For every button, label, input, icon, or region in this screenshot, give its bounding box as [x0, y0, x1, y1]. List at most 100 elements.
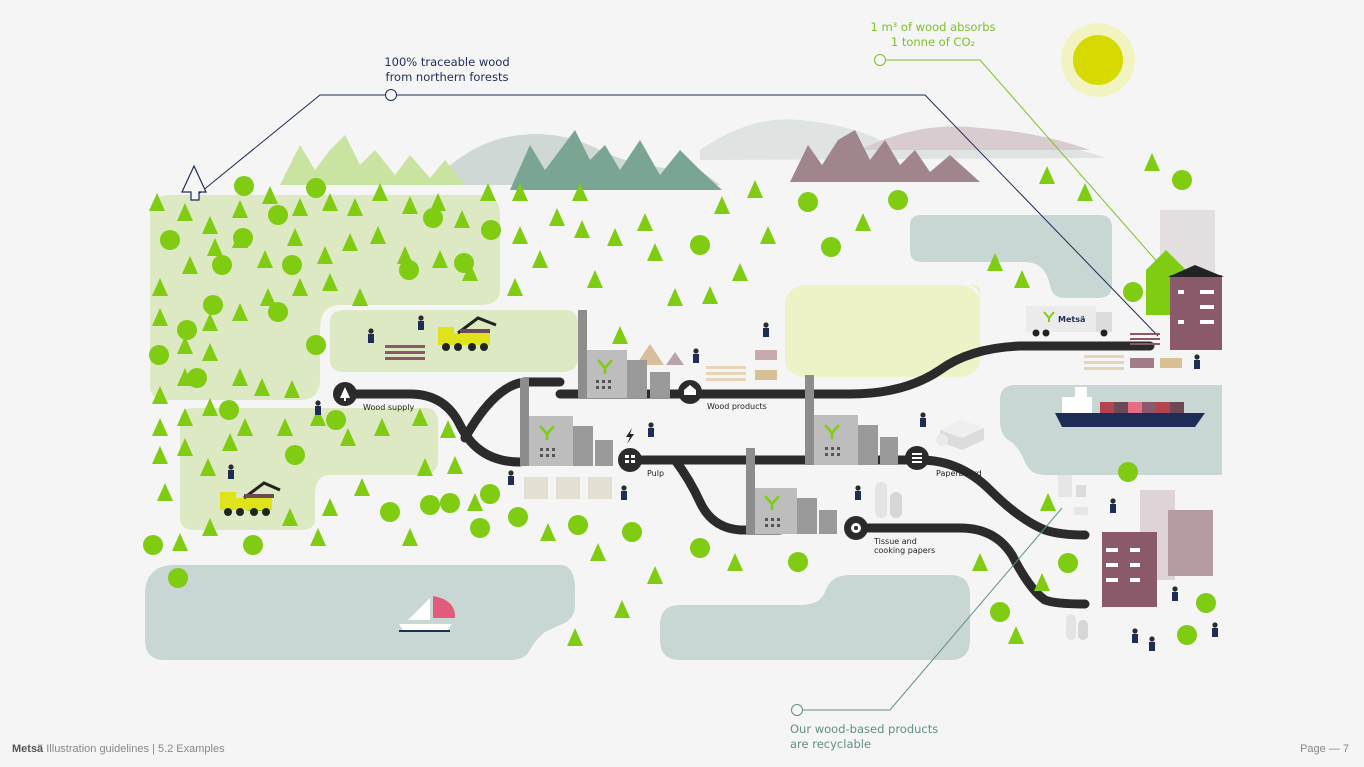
pine-tree [855, 213, 871, 231]
person [1194, 354, 1200, 360]
round-tree [1172, 170, 1192, 190]
pine-tree [727, 553, 743, 571]
wood-supply-label: Wood supply [363, 403, 414, 412]
pine-tree [1014, 270, 1030, 288]
person [228, 464, 234, 470]
pine-tree [232, 368, 248, 386]
wooden-building [1146, 210, 1224, 350]
tissue-label: Tissue and [873, 537, 917, 546]
person [693, 348, 699, 354]
log-piles [385, 333, 1182, 499]
sun [1061, 23, 1135, 97]
wood-products-label: Wood products [707, 402, 767, 411]
round-tree [470, 518, 490, 538]
pine-tree [292, 198, 308, 216]
pine-tree [287, 228, 303, 246]
pine-tree [254, 378, 270, 396]
round-tree [1118, 462, 1138, 482]
lightning-icon [626, 428, 634, 444]
round-tree [380, 502, 400, 522]
round-tree [423, 208, 443, 228]
person [418, 315, 424, 321]
round-tree [508, 507, 528, 527]
factory-board-mill [805, 375, 898, 465]
round-tree [149, 345, 169, 365]
pine-tree [567, 628, 583, 646]
footer-title: Illustration guidelines | 5.2 Examples [46, 743, 225, 755]
person [368, 328, 374, 334]
pine-tree [454, 210, 470, 228]
pine-tree [372, 183, 388, 201]
pine-tree [647, 566, 663, 584]
pine-tree [222, 433, 238, 451]
person [1212, 628, 1218, 637]
recycled-packages [1058, 475, 1088, 515]
pine-tree [747, 180, 763, 198]
tree-outline-icon [181, 164, 207, 201]
person [855, 491, 861, 500]
pine-tree [402, 196, 418, 214]
footer-left: Metsä Illustration guidelines | 5.2 Exam… [12, 743, 225, 755]
apartment-building [1102, 490, 1213, 607]
person [648, 428, 654, 437]
round-tree [282, 255, 302, 275]
pine-tree [282, 508, 298, 526]
factory-pulp-mill [520, 378, 613, 466]
pine-tree [760, 226, 776, 244]
pine-tree [207, 238, 223, 256]
round-tree [177, 320, 197, 340]
pine-tree [1077, 183, 1093, 201]
person [763, 328, 769, 337]
round-tree [285, 445, 305, 465]
round-tree [798, 192, 818, 212]
person [1172, 592, 1178, 601]
pine-tree [157, 483, 173, 501]
round-tree [187, 368, 207, 388]
trees [143, 153, 1216, 646]
pine-tree [237, 418, 253, 436]
pine-tree [347, 198, 363, 216]
round-tree [219, 400, 239, 420]
factory-tissue-mill [746, 448, 837, 534]
footer-brand: Metsä [12, 743, 44, 755]
pine-tree [462, 263, 478, 281]
pine-tree [432, 250, 448, 268]
pine-tree [397, 246, 413, 264]
pine-tree [374, 418, 390, 436]
person [1110, 504, 1116, 513]
round-tree [1123, 282, 1143, 302]
pine-tree [612, 326, 628, 344]
round-tree [788, 552, 808, 572]
pine-tree [310, 408, 326, 426]
round-tree [480, 484, 500, 504]
round-tree [622, 522, 642, 542]
pine-tree [714, 196, 730, 214]
pine-tree [1008, 626, 1024, 644]
person [648, 422, 654, 428]
pine-tree [340, 428, 356, 446]
tissue-rolls [875, 482, 1088, 640]
round-tree [234, 176, 254, 196]
pine-tree [202, 398, 218, 416]
forest-machine [220, 481, 281, 516]
callout-line: 100% traceable wood [384, 55, 510, 69]
people [228, 315, 1218, 651]
callout-traceable-wood: 100% traceable wood from northern forest… [372, 55, 522, 85]
person [855, 485, 861, 491]
pine-tree [200, 458, 216, 476]
pine-tree [987, 253, 1003, 271]
pine-tree [152, 418, 168, 436]
person [621, 491, 627, 500]
pine-tree [149, 193, 165, 211]
round-tree [160, 230, 180, 250]
pine-tree [277, 418, 293, 436]
pine-tree [667, 288, 683, 306]
pine-tree [177, 438, 193, 456]
callout-lines [195, 54, 1161, 716]
person [1132, 628, 1138, 634]
pine-tree [440, 420, 456, 438]
metsa-truck: Metsä [1026, 306, 1112, 337]
round-tree [243, 535, 263, 555]
pine-tree [152, 278, 168, 296]
